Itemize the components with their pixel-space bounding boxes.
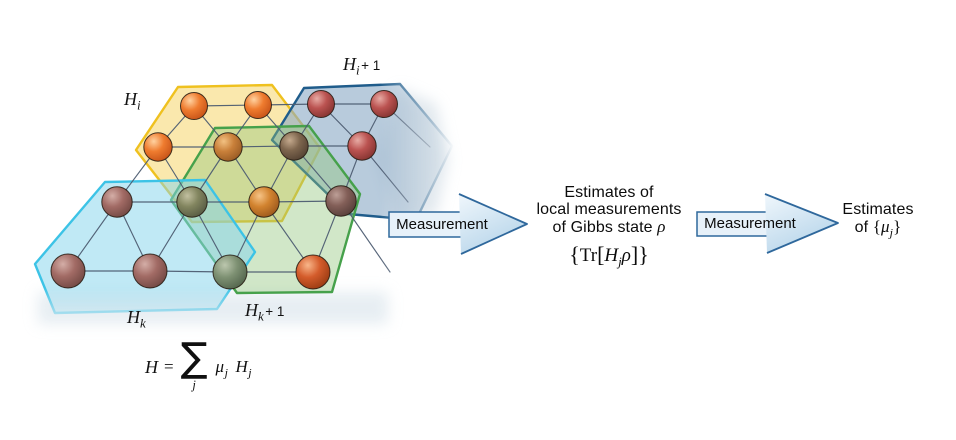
lattice-sphere-sage <box>176 186 208 218</box>
lattice-sphere-rose <box>50 253 86 289</box>
lattice-sphere-orange <box>180 92 208 120</box>
lattice-sphere-flame <box>295 254 331 290</box>
equation-H: H <box>145 356 158 377</box>
lattice-sphere-tan <box>213 132 243 162</box>
spin-lattice-illustration <box>33 82 454 324</box>
trace-expression: {Tr[Hjρ]} <box>569 242 649 269</box>
label-H-i-plus-1: Hi + 1 <box>343 54 381 78</box>
equation-sum: ∑ j <box>180 335 208 392</box>
label-H-k-plus-1: Hk + 1 <box>245 300 285 324</box>
lattice-sphere-rose <box>132 253 168 289</box>
arrow-head-icon <box>459 194 527 254</box>
label-H-i: Hi <box>124 89 141 113</box>
mu-estimates-text: Estimates of {μj} <box>842 201 914 240</box>
lattice-sphere-crimson <box>307 90 335 118</box>
arrow-head-icon <box>765 194 838 253</box>
lattice-sphere-umber <box>279 131 309 161</box>
lattice-sphere-orange <box>143 132 173 162</box>
measurement-arrow-2: Measurement <box>696 193 839 254</box>
lattice-sphere-maroon <box>325 185 357 217</box>
lattice-sphere-crimson <box>347 131 377 161</box>
lattice-sphere-orange <box>244 91 272 119</box>
label-H-k: Hk <box>127 307 146 331</box>
lattice-sphere-rose <box>101 186 133 218</box>
lattice-sphere-teal <box>212 254 248 290</box>
lattice-sphere-crimson <box>370 90 398 118</box>
measurement-arrow-1: Measurement <box>388 193 528 255</box>
gibbs-estimates-text: Estimates of local measurements of Gibbs… <box>536 184 682 236</box>
lattice-sphere-amber <box>248 186 280 218</box>
measurement-label-1: Measurement <box>396 216 489 233</box>
equation-equals: = <box>164 357 174 377</box>
measurement-label-2: Measurement <box>704 215 797 232</box>
